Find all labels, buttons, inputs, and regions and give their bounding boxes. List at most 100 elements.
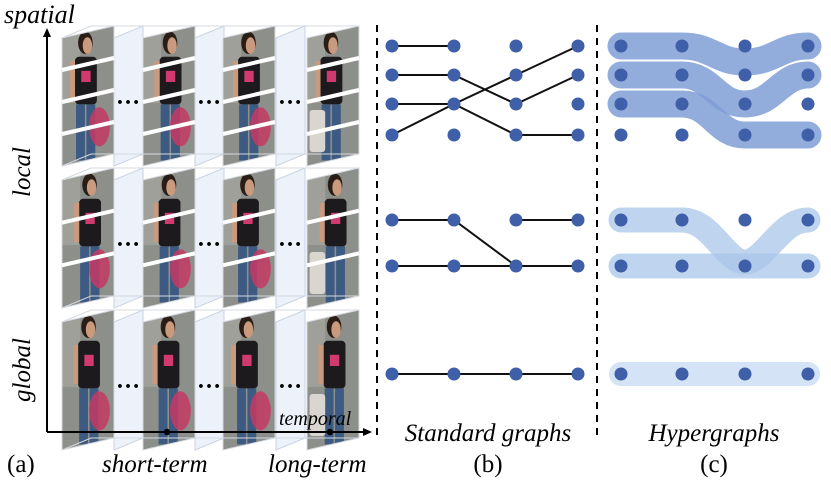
hypergraph-node [614,97,628,111]
video-frame [142,167,196,309]
graph-node [385,367,399,381]
hypergraph-node [675,128,689,142]
graph-node [571,367,585,381]
hypergraph-node [675,213,689,227]
person-arm [230,345,236,385]
person-leg [325,246,335,303]
bike [89,391,110,431]
frame-bottom-edge [61,437,359,451]
hypergraph-node [738,68,752,82]
graph-node [385,97,399,111]
part-divider [306,251,360,268]
part-divider [222,208,276,225]
hyperedge-local-1 [607,32,822,76]
part-divider [222,56,276,72]
hypergraph-node [738,367,752,381]
part-divider [61,251,115,268]
handbag [309,394,326,436]
bike [170,391,191,431]
person-leg [335,388,344,445]
person-leg [331,104,341,161]
part-divider [61,120,115,136]
frame-top-edge [61,309,359,323]
local-label: local [9,147,36,197]
person-leg [238,246,247,303]
panel-b-caption: Standard graphs [405,420,571,447]
graph-node [447,128,461,142]
person-leg [159,246,169,303]
hypergraph-node [614,39,628,53]
person-leg [80,246,90,303]
graph-node [385,68,399,82]
part-divider [222,88,276,104]
part-divider [222,120,276,136]
part-divider [142,120,196,136]
hypergraph-node [675,259,689,273]
video-frame [142,25,196,167]
shirt-print [330,212,341,224]
hypergraph-node [801,68,815,82]
graph-node [509,213,523,227]
standard-graph-nodes [385,39,585,381]
bike [250,391,271,431]
graph-node [571,259,585,273]
frame-top-edge [61,167,359,181]
ellipsis: … [197,226,221,252]
video-frame [306,167,360,309]
hypergraph-node [801,213,815,227]
person-leg [239,104,248,161]
edge-path-4 [391,102,578,136]
person-arm [232,61,239,101]
graph-node [447,367,461,381]
long-term-tick [326,428,334,436]
hypergraph-node [801,367,815,381]
person-face [166,179,176,197]
person-face [243,321,254,338]
part-divider [142,208,196,225]
hypergraph-node [614,213,628,227]
person-face [82,37,93,54]
handbag [309,252,326,294]
video-frame [306,25,360,167]
person-arm [73,203,80,243]
hypergraph-node [738,213,752,227]
hypergraph-node [614,128,628,142]
short-term-label: short-term [102,451,208,478]
ellipsis: … [116,226,140,252]
part-divider [222,251,276,268]
hypergraph-node [675,97,689,111]
video-frame [61,25,115,167]
graph-node [447,39,461,53]
graph-node [385,39,399,53]
graph-node [385,128,399,142]
edge-path-3 [392,45,579,105]
panel-a-tag: (a) [7,451,35,478]
person-arm [315,61,321,101]
hypergraph-node [614,68,628,82]
graph-node [509,68,523,82]
panel-c-tag: (c) [700,451,728,478]
person-arm [153,203,159,243]
hypergraph-node [738,128,752,142]
hypergraph-node [675,68,689,82]
ellipsis: … [278,84,302,110]
hypergraph-node [738,39,752,53]
hypergraph-node [675,367,689,381]
person-arm [72,345,79,385]
temporal-label: temporal [279,408,352,430]
part-divider [61,208,115,225]
frame-bottom-edge [61,295,359,309]
edge-path-5 [392,219,578,267]
graph-node [447,213,461,227]
ellipsis: … [116,84,140,110]
graph-node [509,128,523,142]
hypergraph-node [801,259,815,273]
video-frame [222,167,276,309]
person-arm [318,345,324,385]
person-face [245,37,256,54]
shirt-print [85,212,95,224]
person-leg [160,104,170,161]
standard-graph-edges [391,45,579,375]
person-leg [76,104,85,161]
video-frame [306,309,360,451]
